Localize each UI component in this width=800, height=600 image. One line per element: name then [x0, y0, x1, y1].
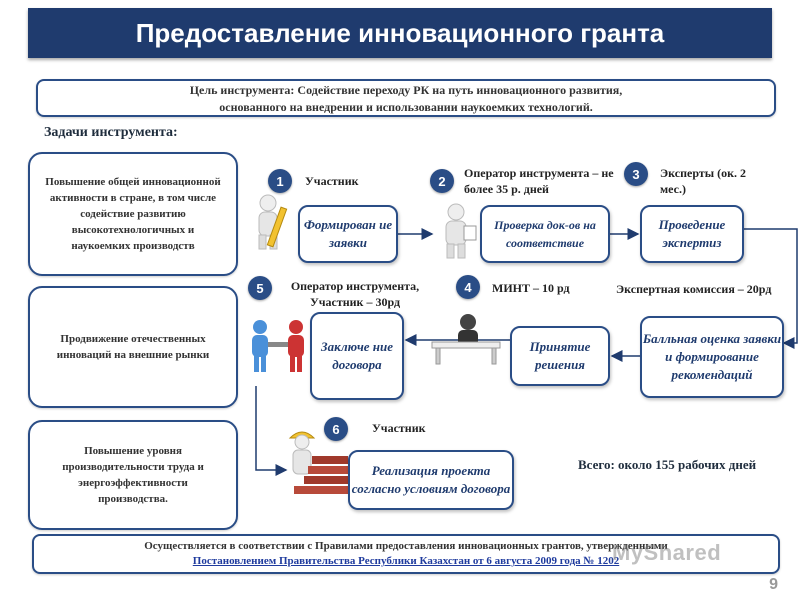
figure-desk-icon	[431, 314, 501, 365]
goal-line-1: Цель инструмента: Содействие переходу РК…	[189, 83, 623, 97]
commission-actor: Экспертная комиссия – 20рд	[616, 282, 772, 296]
goal-line-2: основанного на внедрении и использовании…	[219, 100, 593, 114]
footer-box: Осуществляется в соответствии с Правилам…	[32, 534, 780, 574]
step-5-actor: Оператор инструмента, Участник – 30рд	[290, 279, 420, 309]
step-1-actor: Участник	[305, 174, 359, 188]
task-box-3: Повышение уровня производительности труд…	[28, 420, 238, 530]
step-1-box: Формирован ие заявки	[298, 205, 398, 263]
page-number: 9	[769, 576, 778, 593]
step-4-number: 4	[456, 275, 480, 299]
step-3-actor: Эксперты (ок. 2 мес.)	[660, 166, 747, 196]
figure-writing-icon	[258, 194, 288, 250]
figure-handshake-icon	[252, 320, 304, 372]
step-6-actor: Участник	[372, 421, 426, 435]
step-3-box: Проведение экспертиз	[640, 205, 744, 263]
step-5-box: Заключе ние договора	[310, 312, 404, 400]
step-4-box: Принятие решения	[510, 326, 610, 386]
task-box-1: Повышение общей инновационной активности…	[28, 152, 238, 276]
footer-decree-link[interactable]: Постановлением Правительства Республики …	[192, 555, 620, 567]
arrow-3-scoring	[744, 228, 798, 349]
tasks-label: Задачи инструмента:	[44, 125, 178, 140]
step-2-number: 2	[430, 169, 454, 193]
step-6-number: 6	[324, 417, 348, 441]
arrow-5-6	[255, 386, 288, 476]
step-5-number: 5	[248, 276, 272, 300]
total-duration: Всего: около 155 рабочих дней	[578, 457, 757, 472]
task-box-2: Продвижение отечественных инноваций на в…	[28, 286, 238, 408]
footer-line-1: Осуществляется в соответствии с Правилам…	[144, 540, 668, 552]
step-2-actor: Оператор инструмента – не более 35 р. дн…	[464, 166, 614, 196]
watermark-logo: MyShared	[612, 540, 722, 565]
figure-builder-icon	[288, 431, 348, 494]
scoring-box: Балльная оценка заявки и формирование ре…	[640, 316, 784, 398]
step-1-number: 1	[268, 169, 292, 193]
figure-checking-icon	[445, 203, 477, 259]
goal-box: Цель инструмента: Содействие переходу РК…	[36, 79, 776, 117]
step-2-box: Проверка док-ов на соответствие	[480, 205, 610, 263]
step-4-actor: МИНТ – 10 рд	[492, 281, 570, 295]
page-title: Предоставление инновационного гранта	[28, 8, 772, 58]
step-3-number: 3	[624, 162, 648, 186]
step-6-box: Реализация проекта согласно условиям дог…	[348, 450, 514, 510]
